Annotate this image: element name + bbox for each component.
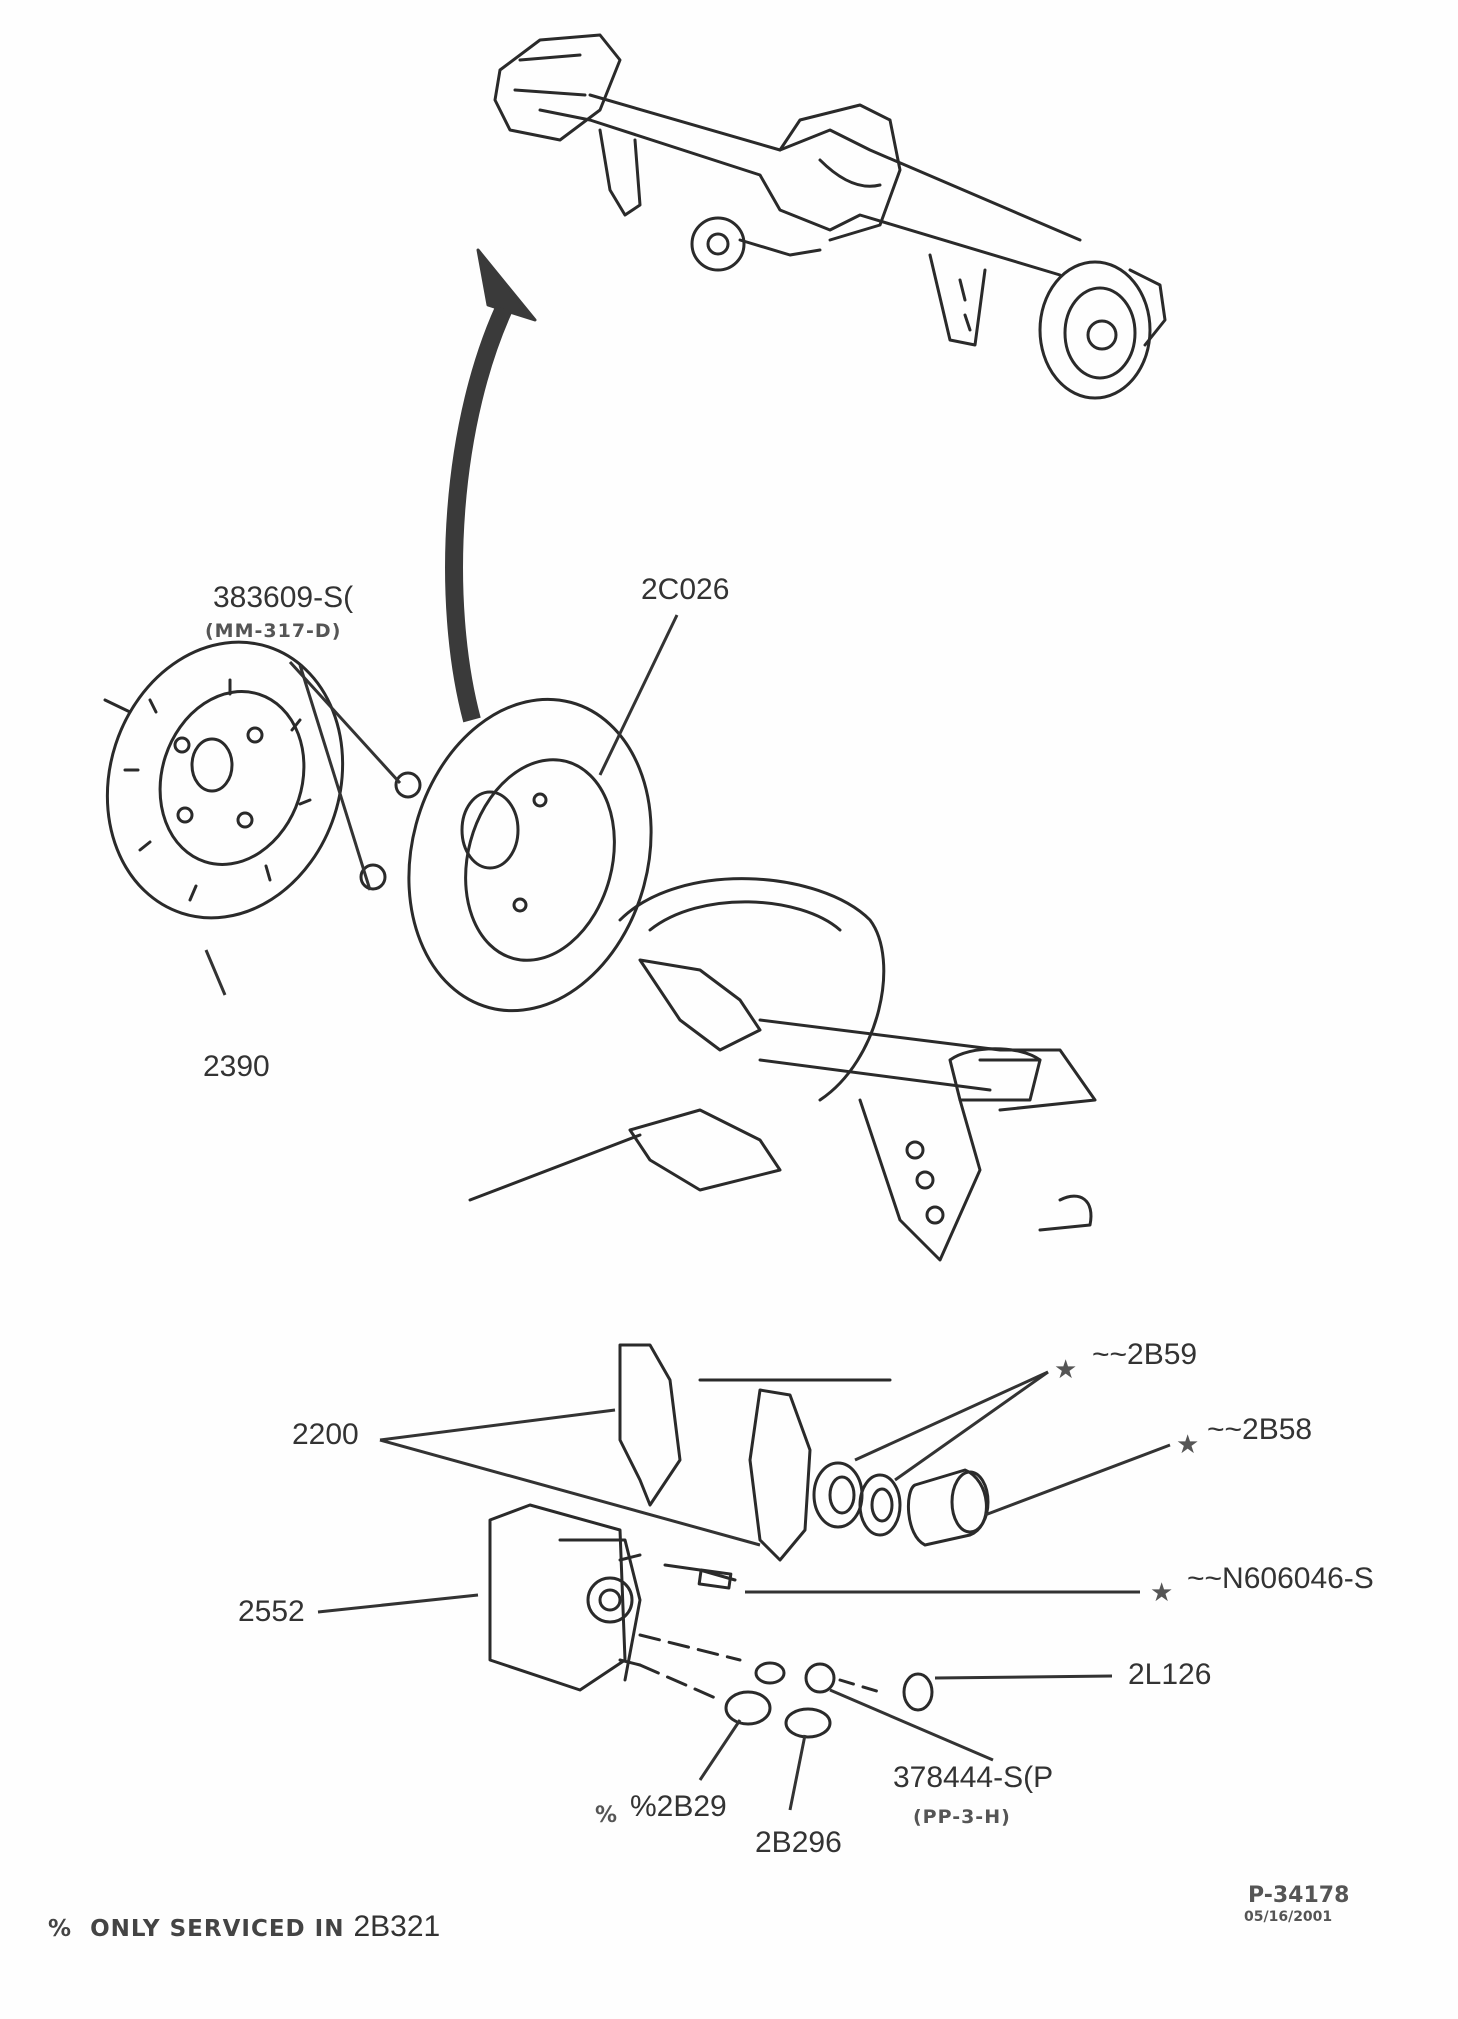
- star-marker-icon: ★: [1176, 1430, 1200, 1460]
- callout-n606046: ~~N606046-S: [1187, 1562, 1374, 1595]
- callout-2c026: 2C026: [641, 573, 730, 606]
- callout-378444-spec: (PP-3-H): [913, 1806, 1011, 1828]
- callout-2200: 2200: [292, 1418, 359, 1451]
- callout-2390: 2390: [203, 1050, 270, 1083]
- dust-shield-2390: [103, 640, 345, 920]
- footnote: % ONLY SERVICED IN 2B321: [48, 1910, 440, 1944]
- footnote-part: 2B321: [353, 1910, 441, 1943]
- curved-arrow: [445, 296, 517, 723]
- callout-2b59: ~~2B59: [1092, 1338, 1198, 1371]
- footnote-text: ONLY SERVICED IN: [90, 1916, 345, 1942]
- caliper-2552: [488, 1503, 642, 1692]
- callout-2l126: 2L126: [1128, 1658, 1212, 1691]
- figure-date: 05/16/2001: [1244, 1909, 1333, 1925]
- axle-assembly-overview: [493, 33, 1167, 400]
- percent-marker-icon: %: [595, 1803, 619, 1828]
- callout-2552: 2552: [238, 1595, 305, 1628]
- callout-2b58: ~~2B58: [1207, 1413, 1313, 1446]
- callout-383609-spec: (MM-317-D): [205, 620, 342, 642]
- footnote-marker: %: [48, 1916, 73, 1942]
- axle-housing: [468, 877, 1097, 1262]
- callout-378444: 378444-S(P: [893, 1761, 1054, 1794]
- callout-2b296: 2B296: [755, 1826, 842, 1859]
- star-marker-icon: ★: [1054, 1355, 1078, 1385]
- rotor-2c026: [407, 697, 653, 1013]
- callout-383609: 383609-S(: [213, 581, 354, 614]
- piston-parts: [812, 1461, 990, 1547]
- star-marker-icon: ★: [1150, 1578, 1174, 1608]
- figure-id: P-34178: [1248, 1883, 1350, 1908]
- brake-pads: [618, 1343, 892, 1562]
- callout-2b29: %2B29: [630, 1790, 727, 1823]
